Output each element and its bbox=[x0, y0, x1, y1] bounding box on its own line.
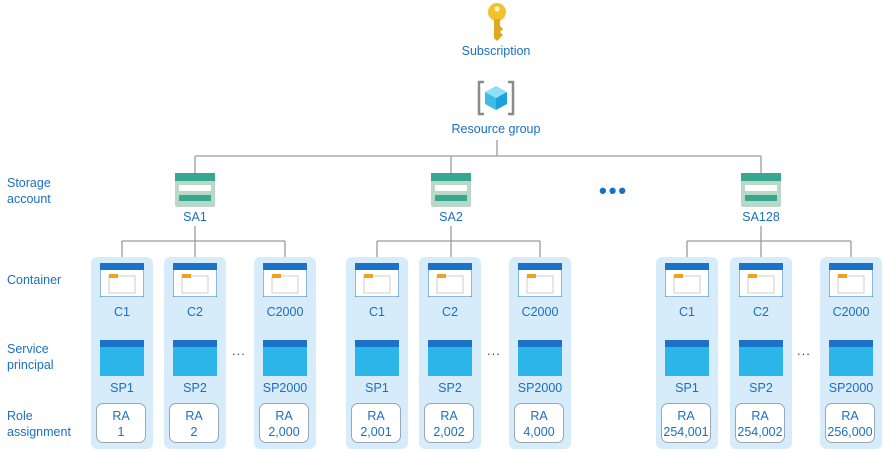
storage-account-icon bbox=[431, 173, 471, 207]
role-assignment-label: RA bbox=[440, 409, 458, 423]
role-assignment-number: 2,002 bbox=[433, 425, 465, 439]
container-icon bbox=[100, 263, 144, 297]
storage-account-icon bbox=[741, 173, 781, 207]
key-icon bbox=[488, 3, 506, 41]
role-assignment-label: RA bbox=[185, 409, 203, 423]
service-principal-icon bbox=[739, 340, 783, 376]
service-principal-icon bbox=[100, 340, 144, 376]
service-principal-icon bbox=[428, 340, 472, 376]
container-name: C2000 bbox=[521, 305, 559, 319]
role-assignment-number: 1 bbox=[117, 425, 125, 439]
more-columns-ellipsis: ... bbox=[797, 343, 811, 358]
role-assignment-label: RA bbox=[677, 409, 695, 423]
storage-account-icon bbox=[175, 173, 215, 207]
role-assignment-box: RA 2,002 bbox=[424, 403, 474, 443]
role-assignment-label: RA bbox=[841, 409, 859, 423]
service-principal-icon bbox=[173, 340, 217, 376]
service-principal-icon bbox=[263, 340, 307, 376]
more-columns-ellipsis: ... bbox=[487, 343, 501, 358]
role-assignment-box: RA 1 bbox=[96, 403, 146, 443]
role-assignment-label: RA bbox=[530, 409, 548, 423]
container-name: C2000 bbox=[266, 305, 304, 319]
role-assignment-box: RA 2,000 bbox=[259, 403, 309, 443]
container-name: C2 bbox=[187, 305, 203, 319]
container-icon bbox=[665, 263, 709, 297]
role-assignment-number: 2 bbox=[190, 425, 198, 439]
role-assignment-box: RA 254,002 bbox=[735, 403, 785, 443]
service-principal-icon bbox=[665, 340, 709, 376]
more-storage-accounts-ellipsis: ••• bbox=[599, 178, 629, 203]
role-assignment-label: RA bbox=[112, 409, 130, 423]
role-assignment-number: 2,000 bbox=[268, 425, 300, 439]
role-assignment-box: RA 4,000 bbox=[514, 403, 564, 443]
container-name: C1 bbox=[679, 305, 695, 319]
service-principal-name: SP2000 bbox=[828, 381, 874, 395]
role-assignment-box: RA 2 bbox=[169, 403, 219, 443]
container-icon bbox=[173, 263, 217, 297]
container-name: C2 bbox=[442, 305, 458, 319]
role-assignment-box: RA 254,001 bbox=[661, 403, 711, 443]
resource-group-icon bbox=[477, 80, 515, 116]
container-name: C1 bbox=[114, 305, 130, 319]
service-principal-name: SP2 bbox=[183, 381, 207, 395]
service-principal-icon bbox=[829, 340, 873, 376]
service-principal-name: SP2000 bbox=[517, 381, 563, 395]
storage-account-name: SA1 bbox=[183, 210, 207, 224]
service-principal-name: SP2 bbox=[749, 381, 773, 395]
resource-group-label: Resource group bbox=[451, 122, 541, 136]
row-label-storage-account: Storage account bbox=[7, 176, 51, 206]
role-assignment-number: 254,001 bbox=[663, 425, 709, 439]
container-icon bbox=[428, 263, 472, 297]
role-assignment-number: 256,000 bbox=[827, 425, 873, 439]
role-assignment-number: 2,001 bbox=[360, 425, 392, 439]
row-label-service-principal: Service principal bbox=[7, 342, 54, 372]
subscription-label: Subscription bbox=[461, 44, 531, 58]
service-principal-name: SP2000 bbox=[262, 381, 308, 395]
storage-account-name: SA128 bbox=[742, 210, 780, 224]
role-assignment-label: RA bbox=[751, 409, 769, 423]
service-principal-icon bbox=[518, 340, 562, 376]
more-columns-ellipsis: ... bbox=[232, 343, 246, 358]
role-assignment-number: 4,000 bbox=[523, 425, 555, 439]
storage-account-name: SA2 bbox=[439, 210, 463, 224]
role-assignment-number: 254,002 bbox=[737, 425, 783, 439]
service-principal-icon bbox=[355, 340, 399, 376]
role-assignment-box: RA 256,000 bbox=[825, 403, 875, 443]
container-icon bbox=[518, 263, 562, 297]
role-assignment-label: RA bbox=[275, 409, 293, 423]
role-assignment-box: RA 2,001 bbox=[351, 403, 401, 443]
container-name: C1 bbox=[369, 305, 385, 319]
row-label-role-assignment: Role assignment bbox=[7, 409, 71, 439]
service-principal-name: SP2 bbox=[438, 381, 462, 395]
container-icon bbox=[355, 263, 399, 297]
service-principal-name: SP1 bbox=[110, 381, 134, 395]
container-icon bbox=[263, 263, 307, 297]
service-principal-name: SP1 bbox=[365, 381, 389, 395]
row-label-container: Container bbox=[7, 273, 62, 287]
service-principal-name: SP1 bbox=[675, 381, 699, 395]
role-assignment-label: RA bbox=[367, 409, 385, 423]
container-name: C2000 bbox=[832, 305, 870, 319]
container-name: C2 bbox=[753, 305, 769, 319]
container-icon bbox=[829, 263, 873, 297]
container-icon bbox=[739, 263, 783, 297]
